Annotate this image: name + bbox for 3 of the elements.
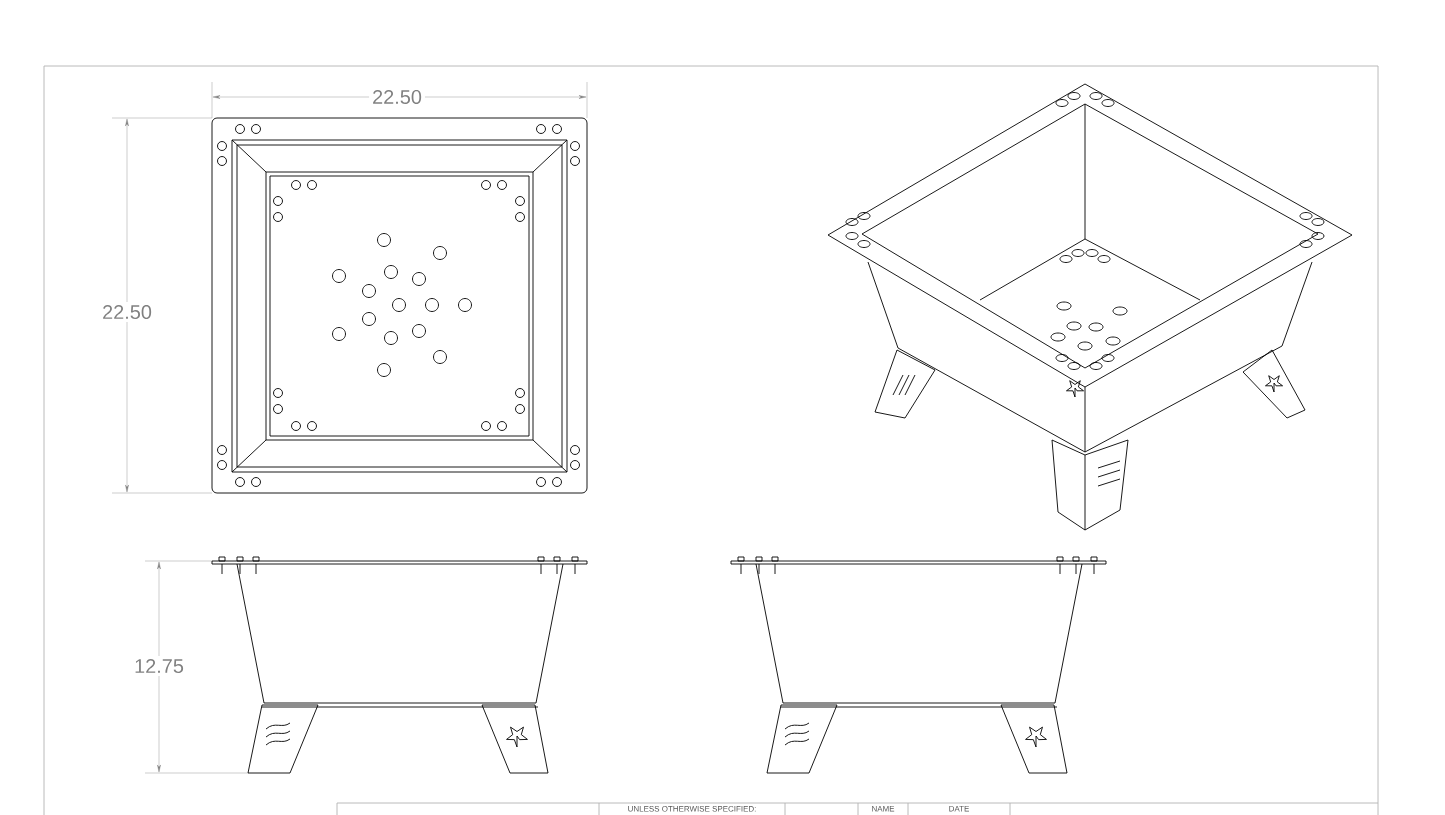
- dimension-text: 22.50: [99, 301, 155, 323]
- dimension-text: 12.75: [131, 655, 187, 677]
- dimension-text: 22.50: [369, 86, 425, 108]
